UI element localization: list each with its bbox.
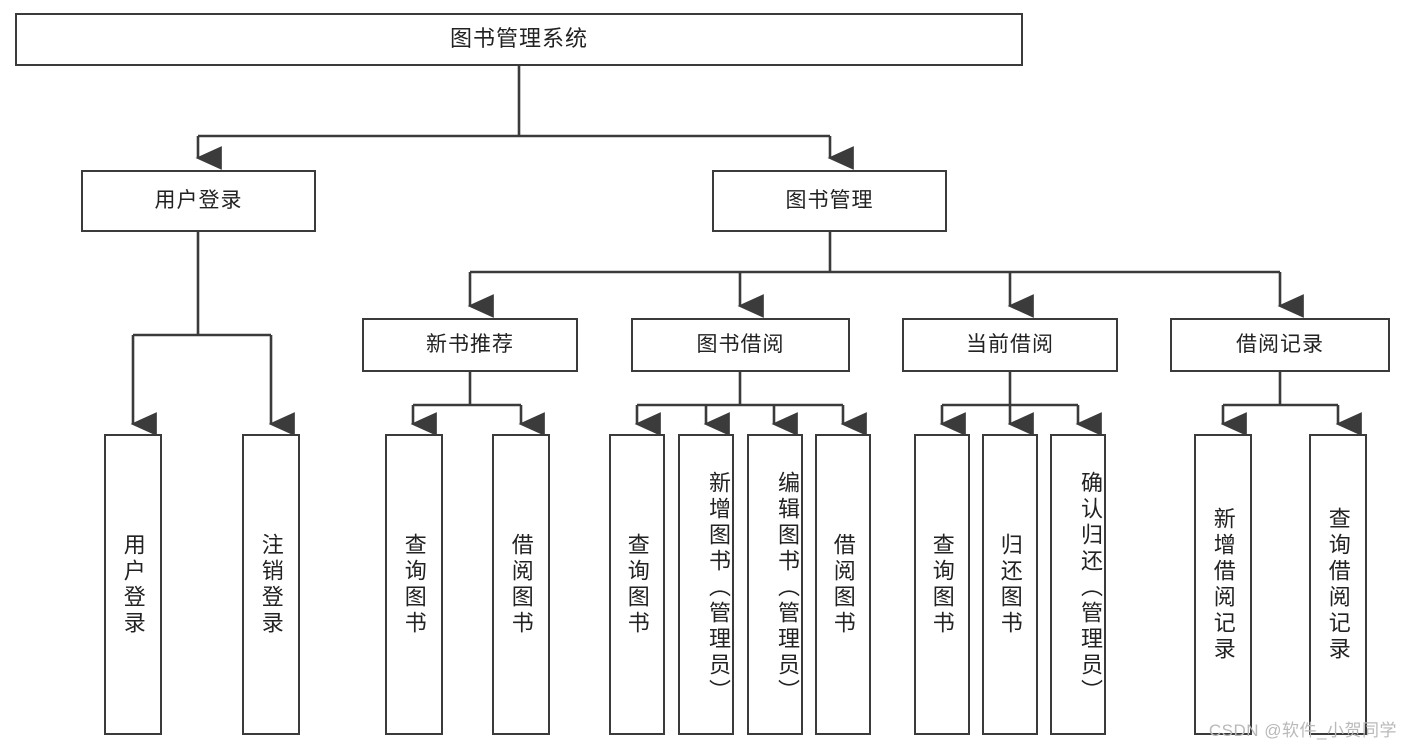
node-label: 借阅图书 bbox=[508, 532, 534, 637]
leaf-current-borrow-return-book[interactable]: 归还图书 bbox=[982, 434, 1038, 735]
node-label: 当前借阅 bbox=[966, 333, 1054, 357]
node-book-management[interactable]: 图书管理 bbox=[712, 170, 947, 232]
node-label: 确认归还（管理员） bbox=[1078, 470, 1103, 705]
node-label: 查询图书 bbox=[401, 532, 427, 637]
node-book-borrow[interactable]: 图书借阅 bbox=[631, 318, 850, 372]
node-label: 图书管理 bbox=[785, 189, 874, 213]
leaf-new-book-query-book[interactable]: 查询图书 bbox=[385, 434, 443, 735]
node-label: 用户登录 bbox=[120, 532, 146, 637]
node-label: 归还图书 bbox=[997, 532, 1023, 637]
node-label: 查询图书 bbox=[624, 532, 650, 637]
node-borrow-record[interactable]: 借阅记录 bbox=[1170, 318, 1390, 372]
leaf-current-borrow-query-book[interactable]: 查询图书 bbox=[914, 434, 970, 735]
node-label: 新增图书（管理员） bbox=[706, 470, 731, 705]
node-label: 编辑图书（管理员） bbox=[775, 470, 800, 705]
node-new-book-recommend[interactable]: 新书推荐 bbox=[362, 318, 578, 372]
leaf-book-borrow-edit-book-admin[interactable]: 编辑图书（管理员） bbox=[747, 434, 803, 735]
node-label: 查询图书 bbox=[929, 532, 955, 637]
node-label: 查询借阅记录 bbox=[1325, 506, 1351, 663]
node-label: 新增借阅记录 bbox=[1210, 506, 1236, 663]
node-label: 借阅记录 bbox=[1236, 333, 1324, 357]
leaf-book-borrow-borrow-book[interactable]: 借阅图书 bbox=[815, 434, 871, 735]
node-current-borrow[interactable]: 当前借阅 bbox=[902, 318, 1118, 372]
node-label: 用户登录 bbox=[154, 189, 243, 213]
node-label: 图书管理系统 bbox=[449, 26, 588, 52]
node-label: 注销登录 bbox=[258, 532, 284, 637]
leaf-borrow-record-add-record[interactable]: 新增借阅记录 bbox=[1194, 434, 1252, 735]
leaf-current-borrow-confirm-return-admin[interactable]: 确认归还（管理员） bbox=[1050, 434, 1106, 735]
leaf-user-login-login[interactable]: 用户登录 bbox=[104, 434, 162, 735]
leaf-book-borrow-query-book[interactable]: 查询图书 bbox=[609, 434, 665, 735]
leaf-new-book-borrow-book[interactable]: 借阅图书 bbox=[492, 434, 550, 735]
leaf-book-borrow-add-book-admin[interactable]: 新增图书（管理员） bbox=[678, 434, 734, 735]
node-user-login[interactable]: 用户登录 bbox=[81, 170, 316, 232]
csdn-watermark: CSDN @软件_小贺同学 bbox=[1208, 721, 1397, 740]
leaf-user-login-logout[interactable]: 注销登录 bbox=[242, 434, 300, 735]
node-label: 图书借阅 bbox=[696, 333, 785, 357]
node-label: 新书推荐 bbox=[426, 333, 514, 357]
leaf-borrow-record-query-record[interactable]: 查询借阅记录 bbox=[1309, 434, 1367, 735]
node-root-book-management-system[interactable]: 图书管理系统 bbox=[15, 13, 1023, 66]
node-label: 借阅图书 bbox=[830, 532, 856, 637]
